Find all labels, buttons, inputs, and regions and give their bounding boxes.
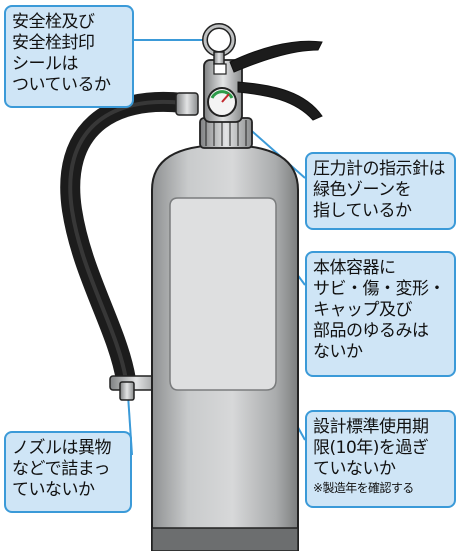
callout-line: キャップ及び <box>313 300 413 320</box>
callout-line: 本体容器に <box>313 258 396 278</box>
callout-line: サビ・傷・変形・ <box>313 279 446 299</box>
callout-line: 設計標準使用期 <box>313 417 429 437</box>
seal-tag <box>213 63 227 75</box>
callout-pressure-gauge: 圧力計の指示針は 緑色ゾーンを 指しているか <box>305 152 456 230</box>
callout-safety-pin-seal: 安全栓及び 安全栓封印 シールは ついているか <box>4 5 134 108</box>
callout-nozzle: ノズルは異物 などで詰まっ ていないか <box>4 431 132 513</box>
callout-line: シールは <box>12 54 79 74</box>
callout-line: 安全栓封印 <box>12 33 95 53</box>
callout-line: 圧力計の指示針は <box>313 159 446 179</box>
callout-note: ※製造年を確認する <box>313 481 414 495</box>
callout-line: 指しているか <box>313 201 412 221</box>
callout-line: 緑色ゾーンを <box>313 180 412 200</box>
callout-line: ついているか <box>12 75 111 95</box>
label-panel <box>169 197 277 391</box>
callout-line: 限(10年)を過ぎ <box>313 438 429 458</box>
callout-line: ないか <box>313 342 363 362</box>
callout-line: などで詰まっ <box>12 459 110 479</box>
callout-line: ていないか <box>12 480 95 500</box>
nozzle <box>119 381 135 401</box>
lever-handle <box>229 40 323 73</box>
carry-handle <box>237 81 323 121</box>
callout-line: ノズルは異物 <box>12 438 112 458</box>
bottom-band <box>151 527 299 551</box>
pressure-gauge <box>207 87 237 117</box>
callout-body-container: 本体容器に サビ・傷・変形・ キャップ及び 部品のゆるみは ないか <box>305 251 456 377</box>
safety-pin <box>202 23 236 65</box>
callout-service-life: 設計標準使用期 限(10年)を過ぎ ていないか ※製造年を確認する <box>305 410 456 508</box>
callout-line: 部品のゆるみは <box>313 321 429 341</box>
callout-line: 安全栓及び <box>12 12 95 32</box>
hose-coupling <box>175 92 199 116</box>
callout-line: ていないか <box>313 459 396 479</box>
